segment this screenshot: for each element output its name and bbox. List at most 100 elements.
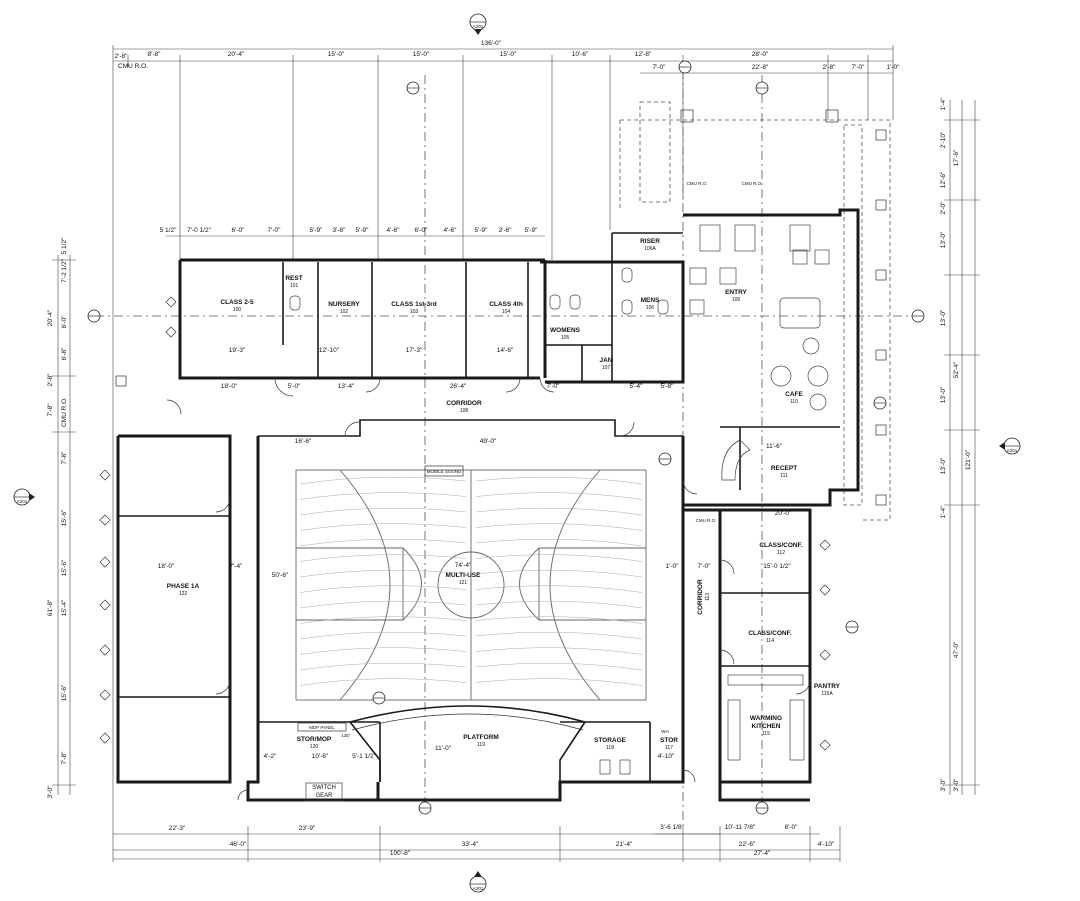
dimension-top: 20'-4" <box>228 51 245 58</box>
dimension-row: 4'-6" <box>444 227 458 234</box>
detail-marker <box>418 801 432 815</box>
room-number: 122 <box>179 591 188 597</box>
dimension-right: 13'-0" <box>940 231 947 248</box>
dimension-top: CMU R.O. <box>118 63 148 70</box>
fixtures <box>289 224 830 802</box>
dimension-bottom: 8'-0" <box>785 824 799 831</box>
dimension-interior: 5'-0" <box>288 383 302 390</box>
dimension-bottom: 22'-6" <box>739 841 756 848</box>
room-number: 111 <box>780 473 788 479</box>
dimension-top: 15'-0" <box>328 51 345 58</box>
dimension-top: 7'-0" <box>653 64 667 71</box>
dimension-left: 6'-8" <box>61 347 68 361</box>
room-name: CLASS 1st-3rd <box>391 301 437 308</box>
dimension-interior: 14'-6" <box>497 347 514 354</box>
dimension-top: 10'-6" <box>572 51 589 58</box>
dimension-interior: 17'-3" <box>406 347 423 354</box>
dimension-top: 7'-0" <box>852 64 866 71</box>
room-name: CAFE <box>785 391 803 398</box>
room-class-conf-: CLASS/CONF.112 <box>759 542 803 556</box>
room-name: CLASS 4th <box>489 301 523 308</box>
dimension-top: 15'-0" <box>500 51 517 58</box>
room-number: 103 <box>410 309 419 315</box>
dimension-left: 15'-6" <box>61 509 68 526</box>
section-marker: A201 <box>999 437 1021 455</box>
room-name: RECEPT <box>771 465 797 472</box>
dimension-row: 3'-6" <box>499 227 513 234</box>
room-number: 120 <box>310 744 319 750</box>
room-name: REST <box>285 275 302 282</box>
multi-use-court <box>295 469 647 701</box>
room-class-conf-: CLASS/CONF.114 <box>748 630 792 644</box>
detail-marker <box>678 60 692 74</box>
dimension-interior: 16'-6" <box>295 438 312 445</box>
room-number: 106 <box>646 305 655 311</box>
cmu-note-3: CMU R.O. <box>696 518 717 523</box>
room-name: WARMING <box>750 715 782 722</box>
section-marker: A201 <box>469 13 487 35</box>
section-marker: A201 <box>469 871 487 893</box>
room-name: MULTI-USE <box>446 572 482 579</box>
room-number: 101 <box>290 283 299 289</box>
dimension-interior: 4'-10" <box>658 753 675 760</box>
dimension-interior: 5'-8" <box>661 383 675 390</box>
room-number: 105 <box>561 335 570 341</box>
dimension-bottom: 22'-3" <box>169 825 186 832</box>
dimension-bottom: 100'-8" <box>390 850 411 857</box>
angle-note: 135° <box>341 733 351 738</box>
switch-gear-note: SWITCH <box>312 785 336 791</box>
dimension-right: 3'-0" <box>940 778 947 792</box>
section-marker: A201 <box>13 488 35 506</box>
dimension-right: 3'-0" <box>953 778 960 792</box>
switch-gear-note-2: GEAR <box>315 793 333 799</box>
dimension-left: 5 1/2" <box>61 237 68 254</box>
room-name: CORRIDOR <box>446 400 482 407</box>
dimension-bottom: 46'-0" <box>230 841 247 848</box>
room-number: 118 <box>606 745 614 751</box>
room-name: CLASS/CONF. <box>759 542 803 549</box>
dimension-left: 7'-2 1/2" <box>61 258 68 282</box>
dimension-interior: 18'-0" <box>158 563 175 570</box>
dimension-row: 5'-9" <box>356 227 370 234</box>
dimension-left: 6'-0" <box>61 315 68 329</box>
dimension-right: 2'-0" <box>940 201 947 215</box>
dimension-top: 12'-8" <box>635 51 652 58</box>
room-name: CLASS/CONF. <box>748 630 792 637</box>
dimension-right: 13'-0" <box>940 309 947 326</box>
dimension-top: 2'-8" <box>115 53 129 60</box>
room-name: KITCHEN <box>752 723 781 730</box>
detail-marker <box>755 81 769 95</box>
dimension-right: 52'-4" <box>953 361 960 378</box>
room-number: 115 <box>762 731 770 737</box>
dimension-interior: 5'-1 1/2" <box>352 753 376 760</box>
dimension-right: 13'-0" <box>940 457 947 474</box>
doors <box>166 377 811 801</box>
dimension-bottom: 33'-4" <box>462 841 479 848</box>
dimension-row: 5'-9" <box>525 227 539 234</box>
exterior-walls <box>116 208 860 802</box>
dimension-right: 121'-0" <box>965 449 972 470</box>
dimension-interior: 11'-0" <box>435 745 452 752</box>
dimension-left: 15'-6" <box>61 684 68 701</box>
section-marker-ref: A201 <box>1007 448 1018 453</box>
cmu-note-2: CMU R.O. <box>742 181 763 186</box>
room-number: 119 <box>477 742 485 748</box>
dimension-interior: 15'-0 1/2" <box>763 563 791 570</box>
detail-marker <box>87 309 101 323</box>
dimension-bottom: 27'-4" <box>754 850 771 857</box>
room-name: PANTRY <box>814 683 841 690</box>
platform-outline <box>349 705 586 782</box>
dimension-left: 2'-8" <box>47 373 54 387</box>
